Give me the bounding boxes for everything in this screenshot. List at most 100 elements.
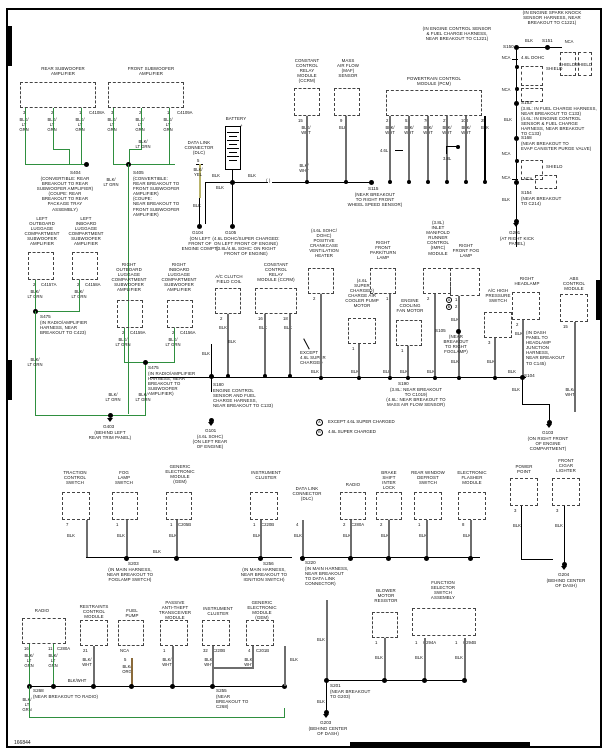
bottom-bus-label: BLK/WHT bbox=[67, 678, 87, 683]
right-inboard-lug-box bbox=[167, 300, 193, 328]
splice-s168-id: S168 bbox=[521, 135, 532, 140]
bus-dot-gem-upper bbox=[174, 556, 179, 561]
frame-tick-bottom bbox=[350, 742, 530, 746]
wire-label-blk-lt-grn-mid: BLK/ LT GRN bbox=[135, 139, 151, 149]
pcm-note-38l-dot bbox=[456, 145, 460, 149]
wire-right-front-fog bbox=[458, 296, 460, 378]
ground-dot-g403 bbox=[108, 413, 113, 418]
splice-s153-id: S153 bbox=[521, 100, 532, 105]
instrument-cluster-bottom-connector: C220B bbox=[212, 648, 226, 653]
electronic-flasher-label: ELECTRONIC FLASHER MODULE bbox=[457, 470, 487, 486]
wire-rear-amp-3 bbox=[25, 108, 26, 165]
instrument-cluster-bottom-box bbox=[202, 620, 230, 646]
battery-plate-8 bbox=[229, 160, 237, 161]
wire-pcm-5 bbox=[465, 116, 467, 182]
shield-label-1: SHIELD bbox=[558, 62, 576, 67]
blower-motor-resistor-box bbox=[372, 612, 398, 638]
left-outboard-lug-label: LEFT OUTBOARD LUGGAGE COMPARTMENT SUBWOO… bbox=[24, 216, 60, 247]
shield-box-3 bbox=[521, 66, 543, 86]
splice-s405-id: S405 bbox=[133, 170, 144, 175]
abs-module-wire: BLK/ WHT bbox=[565, 387, 575, 397]
s180-wire-blk-a: BLK bbox=[202, 351, 210, 356]
nca-arrow-a bbox=[512, 59, 518, 60]
rear-amp-pin-2: 2 bbox=[51, 110, 53, 115]
charge-air-pump-wire: BLK bbox=[351, 369, 359, 374]
wire-s475-left-down bbox=[35, 311, 36, 416]
maf-box bbox=[334, 88, 360, 116]
wire-traction-control bbox=[86, 520, 88, 558]
legend-marker-b: B bbox=[316, 429, 323, 436]
front-subwoofer-amp-label: FRONT SUBWOOFER AMPLIFIER bbox=[127, 66, 175, 77]
engine-cooling-fan-label: ENGINE COOLING FAN MOTOR bbox=[396, 298, 424, 314]
ground-g203-id: G203 bbox=[320, 720, 332, 725]
ground-bus-s190 bbox=[150, 377, 526, 379]
s201-wire-blk: BLK bbox=[317, 637, 325, 642]
splice-s475-right-id: S475 bbox=[148, 365, 159, 370]
ground-g105-note: (4.6L DOHC/SUPER CHARGED: ON LEFT FRONT … bbox=[212, 236, 280, 257]
wire-ccrm-mid-1 bbox=[264, 314, 266, 376]
splice-s255-note: (NEAR BREAKOUT TO C268) bbox=[216, 694, 249, 710]
radio-mid-label: RADIO bbox=[345, 482, 361, 487]
bus-s203-s220 bbox=[86, 557, 292, 559]
wire-to-s115 bbox=[272, 182, 372, 184]
fuel-pump-box bbox=[118, 620, 144, 646]
radio-bottom-pin-11: 11 bbox=[48, 646, 53, 651]
marker-a-fog: A bbox=[446, 297, 452, 303]
shield-dot-2 bbox=[515, 87, 519, 91]
pcm-bus-dot-4 bbox=[445, 180, 449, 184]
s154-nca: NCA bbox=[523, 176, 533, 181]
ground-dot-g203 bbox=[324, 710, 329, 715]
wire-batt-right-h bbox=[232, 182, 268, 184]
ground-g204-id: G204 bbox=[558, 572, 570, 577]
power-point-label: POWER POINT bbox=[515, 464, 533, 475]
wire-batt-left-h bbox=[205, 182, 233, 184]
front-cigar-lighter-box bbox=[552, 478, 580, 506]
right-front-parkturn-wire: BLK bbox=[383, 369, 391, 374]
shield-label-2: SHIELD bbox=[575, 62, 593, 67]
pcm-note-38l: 3.8L bbox=[443, 156, 452, 161]
wire-abs-down bbox=[574, 406, 576, 412]
instrument-cluster-upper-box bbox=[250, 492, 278, 520]
gem-upper-wire: BLK bbox=[169, 533, 177, 538]
nca-label-b: NCA bbox=[501, 87, 511, 92]
splice-s220-id: S220 bbox=[305, 560, 316, 565]
ground-dot-g103 bbox=[547, 420, 552, 425]
ground-dot-g101 bbox=[209, 418, 214, 423]
ground-g103-id: G103 bbox=[542, 430, 554, 435]
left-outboard-pin: 2 bbox=[33, 282, 35, 287]
splice-s404-note: (CONVERTIBLE: REAR BREAKOUT TO REAR SUBW… bbox=[36, 176, 94, 212]
gem-upper-pin: 1 bbox=[170, 522, 173, 527]
right-outboard-connector: C4159A bbox=[130, 330, 146, 335]
wire-gem-upper bbox=[176, 520, 178, 558]
splice-s220-note: (IN MAIN HARNESS, NEAR BREAKOUT TO DATA … bbox=[305, 566, 349, 587]
fuel-pump-pin-nca: NCA bbox=[120, 648, 130, 653]
wire-s104-to-g103-v bbox=[549, 404, 551, 422]
wire-rear-amp-2-h bbox=[53, 149, 70, 150]
diagram-border bbox=[6, 8, 602, 748]
pcm-pin-2: 2 bbox=[386, 118, 389, 123]
ground-g403-id: G403 bbox=[103, 424, 115, 429]
bus-s201 bbox=[326, 680, 466, 682]
abs-module-label: ABS CONTROL MODULE bbox=[562, 276, 586, 292]
splice-s104-id: S104 bbox=[524, 373, 535, 378]
function-selector-connector-a: C294A bbox=[423, 640, 437, 645]
pcm-pin-76: 76 bbox=[424, 118, 429, 123]
battery-symbol bbox=[225, 126, 241, 170]
maf-wire: BLK bbox=[339, 125, 347, 130]
wire-maf bbox=[345, 116, 347, 182]
right-headlamp-label: RIGHT HEADLAMP bbox=[514, 276, 540, 287]
dohc-note: 4.6L DOHC bbox=[521, 55, 545, 60]
wire-gem-bottom-v bbox=[252, 646, 254, 668]
splice-dot-s105 bbox=[456, 329, 461, 334]
restraints-control-wire: BLK/ WHT bbox=[82, 657, 92, 667]
fog-lamp-switch-label: FOG LAMP SWITCH bbox=[115, 470, 133, 486]
wire-g403-bus bbox=[35, 415, 145, 416]
wire-g203-left-v bbox=[29, 686, 31, 718]
wire-s150-s151 bbox=[516, 47, 562, 49]
ground-g103-note: (ON RIGHT FRONT OF ENGINE COMPARTMENT) bbox=[527, 436, 569, 452]
wire-charge-air-pump bbox=[358, 344, 360, 378]
splice-s190-note: (3.8L: NEAR BREAKOUT TO C1019) (4.6L: NE… bbox=[386, 387, 446, 408]
gem-upper-label: GENERIC ELECTRONIC MODULE (GEM) bbox=[165, 464, 195, 485]
splice-dot-s256 bbox=[258, 556, 263, 561]
ac-high-press-pin: 3 bbox=[488, 340, 491, 345]
